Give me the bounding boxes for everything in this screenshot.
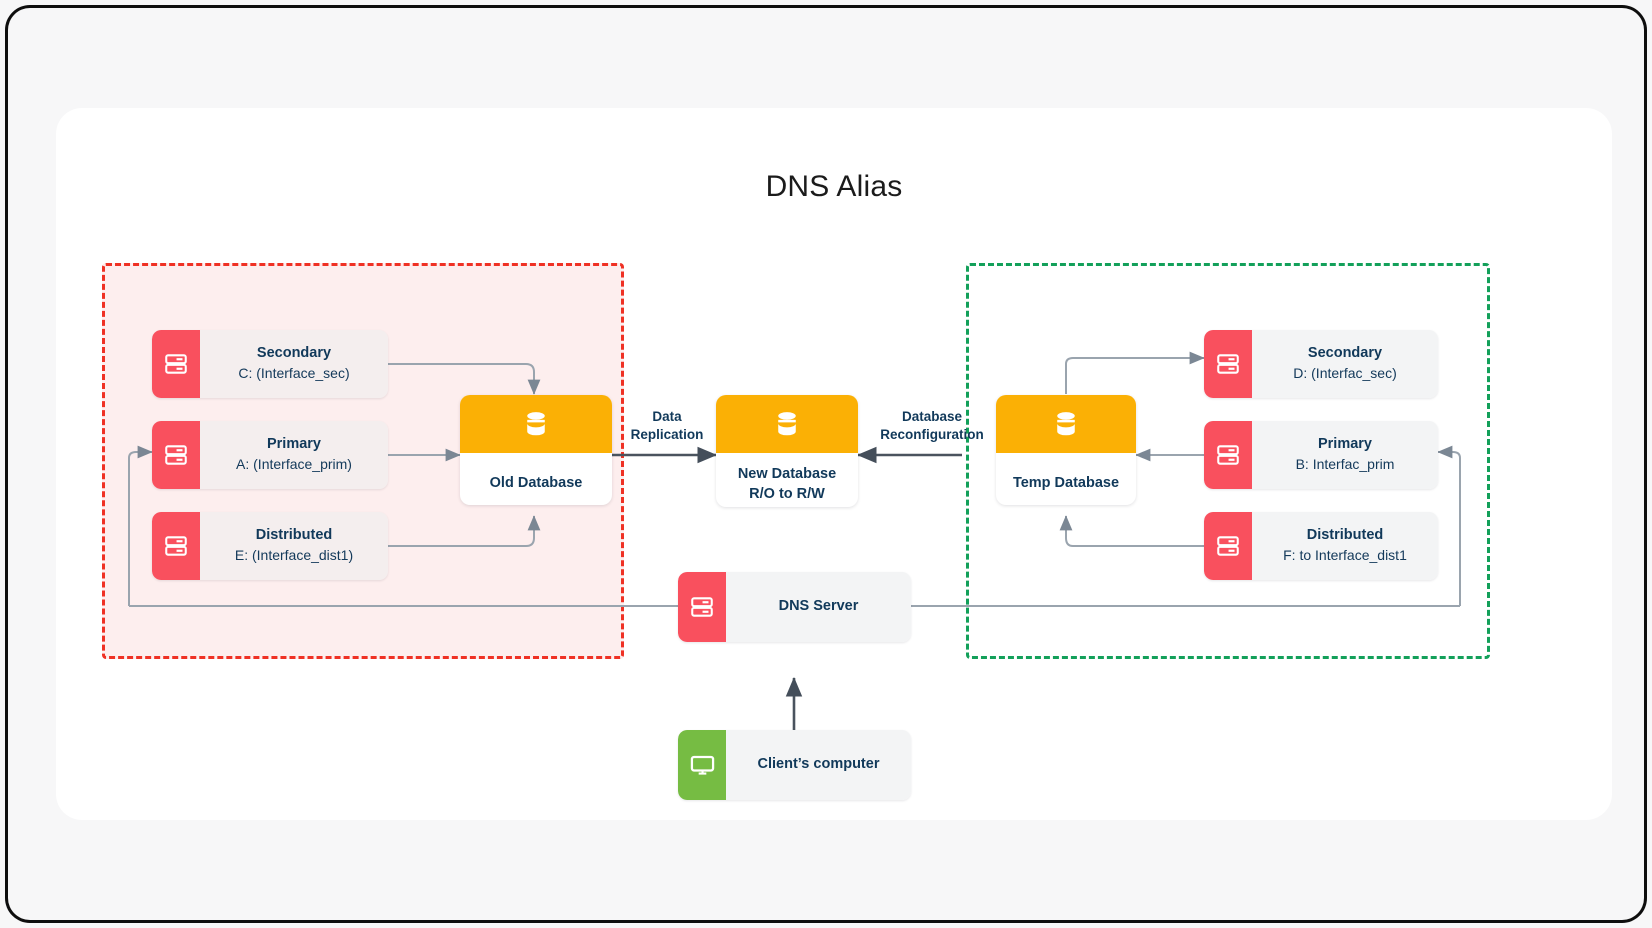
node-body: Primary A: (Interface_prim) (200, 421, 388, 489)
node-title: Distributed (255, 527, 333, 544)
node-subtitle: E: (Interface_dist1) (234, 546, 354, 563)
node-title: Secondary (1307, 345, 1383, 362)
node-left-primary[interactable]: Primary A: (Interface_prim) (152, 421, 388, 489)
node-subtitle: C: (Interface_sec) (238, 364, 350, 381)
node-body: DNS Server (726, 572, 911, 642)
database-header (996, 395, 1136, 453)
edge-label-line2: Replication (630, 426, 704, 442)
database-header (460, 395, 612, 453)
server-icon (1204, 330, 1252, 398)
node-right-primary[interactable]: Primary B: Interfac_prim (1204, 421, 1438, 489)
server-icon (152, 330, 200, 398)
edge-label-database-reconfiguration: Database Reconfiguration (850, 408, 1014, 443)
database-caption: Old Database (460, 453, 612, 505)
database-icon (1057, 412, 1075, 436)
node-title: Primary (1317, 436, 1372, 453)
node-client-computer[interactable]: Client’s computer (678, 730, 911, 800)
node-title: Secondary (256, 345, 332, 362)
node-left-distributed[interactable]: Distributed E: (Interface_dist1) (152, 512, 388, 580)
node-title: Primary (266, 436, 321, 453)
server-icon (152, 421, 200, 489)
node-subtitle: F: to Interface_dist1 (1283, 546, 1407, 563)
node-subtitle: A: (Interface_prim) (236, 455, 352, 472)
node-right-distributed[interactable]: Distributed F: to Interface_dist1 (1204, 512, 1438, 580)
node-left-secondary[interactable]: Secondary C: (Interface_sec) (152, 330, 388, 398)
node-label: DNS Server (778, 598, 859, 615)
edge-label-data-replication: Data Replication (604, 408, 730, 443)
diagram-canvas: DNS Alias (56, 108, 1612, 820)
device-frame: DNS Alias (8, 8, 1644, 920)
node-body: Distributed F: to Interface_dist1 (1252, 512, 1438, 580)
server-icon (678, 572, 726, 642)
node-new-database[interactable]: New Database R/O to R/W (716, 395, 858, 507)
database-icon (778, 412, 796, 436)
node-body: Primary B: Interfac_prim (1252, 421, 1438, 489)
node-label-line2: R/O to R/W (749, 486, 825, 502)
node-label: Client’s computer (757, 756, 880, 773)
node-label-line1: New Database (737, 465, 837, 482)
database-caption: Temp Database (996, 453, 1136, 505)
monitor-icon (678, 730, 726, 800)
edge-label-line1: Database (901, 409, 963, 424)
server-icon (1204, 512, 1252, 580)
server-icon (1204, 421, 1252, 489)
edge-label-line2: Reconfiguration (880, 426, 984, 442)
diagram-content: DNS Alias (56, 108, 1612, 820)
node-subtitle: D: (Interfac_sec) (1293, 364, 1397, 381)
node-label: Temp Database (1012, 474, 1120, 491)
node-title: Distributed (1306, 527, 1384, 544)
node-subtitle: B: Interfac_prim (1295, 455, 1395, 472)
node-temp-database[interactable]: Temp Database (996, 395, 1136, 505)
database-header (716, 395, 858, 453)
node-label: Old Database (489, 474, 583, 491)
node-right-secondary[interactable]: Secondary D: (Interfac_sec) (1204, 330, 1438, 398)
node-body: Secondary C: (Interface_sec) (200, 330, 388, 398)
node-body: Secondary D: (Interfac_sec) (1252, 330, 1438, 398)
database-icon (527, 412, 545, 436)
group-target-environment (966, 263, 1490, 659)
node-old-database[interactable]: Old Database (460, 395, 612, 505)
page-title: DNS Alias (765, 170, 903, 203)
node-dns-server[interactable]: DNS Server (678, 572, 911, 642)
database-caption: New Database R/O to R/W (716, 453, 858, 507)
node-body: Client’s computer (726, 730, 911, 800)
server-icon (152, 512, 200, 580)
edge-label-line1: Data (652, 409, 682, 424)
node-body: Distributed E: (Interface_dist1) (200, 512, 388, 580)
